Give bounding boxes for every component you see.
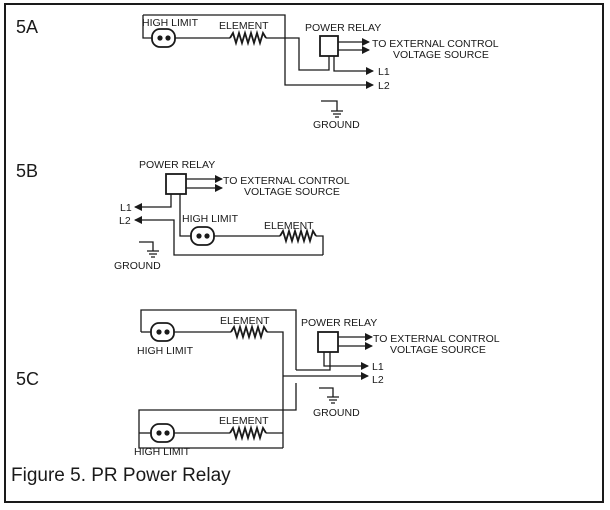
label-5a-high-limit: HIGH LIMIT bbox=[142, 17, 199, 29]
figure-frame bbox=[4, 3, 604, 503]
label-5c-element-bottom: ELEMENT bbox=[219, 415, 269, 427]
label-5b-element: ELEMENT bbox=[264, 220, 314, 232]
diagram-5b: 5B POWER RELAY TO EXTERNAL CONTROL VOLTA… bbox=[16, 159, 350, 272]
high-limit-5a bbox=[151, 28, 176, 48]
section-tag-5a: 5A bbox=[16, 17, 38, 37]
element-5a bbox=[229, 29, 267, 47]
high-limit-5c-bottom bbox=[150, 423, 175, 443]
wire-5c-top-to-relay bbox=[296, 352, 331, 371]
power-relay-5a bbox=[319, 35, 339, 57]
wire-5c-l1 bbox=[323, 352, 369, 370]
wire-5a-l1 bbox=[333, 56, 374, 75]
high-limit-5b bbox=[190, 226, 215, 246]
label-5c-l1: L1 bbox=[372, 361, 384, 373]
high-limit-5a-contact-2 bbox=[165, 35, 171, 41]
label-5a-ground: GROUND bbox=[313, 119, 360, 131]
label-5b-external-1: TO EXTERNAL CONTROL bbox=[223, 175, 350, 187]
wire-5a-l2 bbox=[143, 14, 374, 89]
label-5a-external-2: VOLTAGE SOURCE bbox=[393, 49, 489, 61]
label-5b-ground: GROUND bbox=[114, 260, 161, 272]
element-5c-bottom bbox=[229, 424, 267, 442]
wire-5c-bottom-left bbox=[138, 433, 141, 449]
wire-5a-left-loop bbox=[142, 15, 152, 39]
ground-symbol-5a bbox=[321, 100, 343, 118]
label-5b-l1: L1 bbox=[120, 202, 132, 214]
label-5a-power-relay: POWER RELAY bbox=[305, 22, 381, 34]
wire-5b-to-high-limit bbox=[179, 194, 191, 237]
section-tag-5c: 5C bbox=[16, 369, 39, 389]
label-5c-l2: L2 bbox=[372, 374, 384, 386]
ground-symbol-5b bbox=[139, 241, 159, 258]
high-limit-5a-contact-1 bbox=[157, 35, 163, 41]
wire-5c-top-outer bbox=[140, 309, 297, 370]
figure-caption: Figure 5. PR Power Relay bbox=[11, 465, 231, 486]
power-relay-5b bbox=[165, 173, 187, 195]
label-5a-l1: L1 bbox=[378, 66, 390, 78]
high-limit-5c-bottom-contact-1 bbox=[156, 430, 162, 436]
section-tag-5b: 5B bbox=[16, 161, 38, 181]
label-5b-high-limit: HIGH LIMIT bbox=[182, 213, 239, 225]
wire-5a-to-relay bbox=[266, 37, 330, 71]
wire-5c-common bbox=[267, 331, 284, 448]
label-5b-external-2: VOLTAGE SOURCE bbox=[244, 186, 340, 198]
label-5b-l2: L2 bbox=[119, 215, 131, 227]
diagram-5c: 5C HIGH LIMIT ELEMENT HIGH LIMIT ELEMENT… bbox=[16, 309, 500, 458]
element-5c-top bbox=[230, 323, 268, 341]
high-limit-5c-top-contact-1 bbox=[156, 329, 162, 335]
diagram-5a: 5A HIGH LIMIT ELEMENT POWER RELAY TO EXT… bbox=[16, 14, 499, 131]
wire-5c-bottom-outer bbox=[138, 383, 297, 433]
label-5c-ground: GROUND bbox=[313, 407, 360, 419]
wire-5b-l2 bbox=[134, 216, 323, 256]
label-5c-high-limit-top: HIGH LIMIT bbox=[137, 345, 194, 357]
wire-5b-return bbox=[316, 235, 324, 255]
label-5b-power-relay: POWER RELAY bbox=[139, 159, 215, 171]
ground-symbol-5c bbox=[319, 387, 339, 404]
label-5a-external-1: TO EXTERNAL CONTROL bbox=[372, 38, 499, 50]
high-limit-5b-contact-1 bbox=[196, 233, 202, 239]
label-5c-element-top: ELEMENT bbox=[220, 315, 270, 327]
label-5c-power-relay: POWER RELAY bbox=[301, 317, 377, 329]
high-limit-5c-top-contact-2 bbox=[164, 329, 170, 335]
high-limit-5c-bottom-contact-2 bbox=[164, 430, 170, 436]
power-relay-5c bbox=[317, 331, 339, 353]
label-5c-external-1: TO EXTERNAL CONTROL bbox=[373, 333, 500, 345]
high-limit-5c-top bbox=[150, 322, 175, 342]
label-5c-high-limit-bottom: HIGH LIMIT bbox=[134, 446, 191, 458]
wire-5b-l1 bbox=[134, 194, 172, 211]
label-5a-l2: L2 bbox=[378, 80, 390, 92]
label-5a-element: ELEMENT bbox=[219, 20, 269, 32]
high-limit-5b-contact-2 bbox=[204, 233, 210, 239]
element-5b bbox=[279, 227, 317, 245]
label-5c-external-2: VOLTAGE SOURCE bbox=[390, 344, 486, 356]
